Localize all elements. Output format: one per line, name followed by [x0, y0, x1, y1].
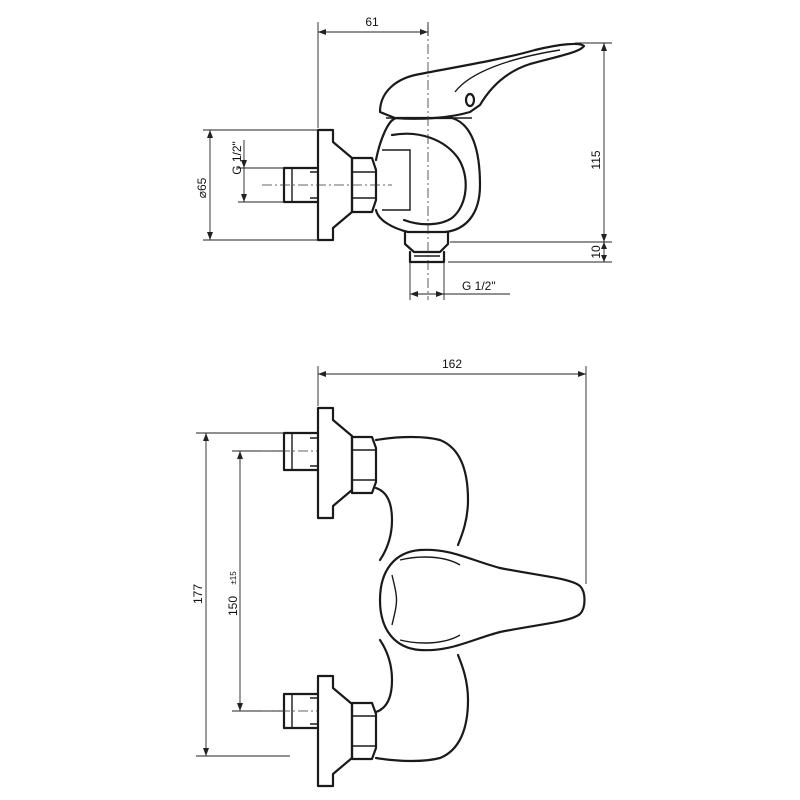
dim-115-label: 115	[589, 150, 603, 169]
dim-150: 150 ±15	[226, 450, 284, 712]
outlet-thread-label: G 1/2"	[462, 279, 496, 293]
dim-115: 115	[450, 42, 612, 243]
dim-177-label: 177	[191, 584, 205, 604]
side-hex-nut	[350, 156, 378, 214]
dim-outlet-thread: G 1/2"	[409, 262, 510, 300]
dim-61: 61	[317, 15, 429, 128]
front-body	[374, 435, 470, 763]
dim-65: ⌀65	[195, 129, 318, 241]
dim-162-label: 162	[442, 357, 462, 371]
dim-inlet-thread: G 1/2"	[230, 140, 284, 203]
dim-61-label: 61	[365, 15, 379, 29]
front-hex-nut-bottom	[350, 701, 378, 761]
dim-162: 162	[317, 357, 587, 584]
dim-10-label: 10	[589, 245, 603, 259]
dim-150-tolerance: ±15	[229, 571, 238, 585]
inlet-thread-label: G 1/2"	[230, 141, 244, 175]
side-outlet	[403, 230, 450, 264]
side-lever	[378, 42, 586, 120]
side-view: 61 115 10 ⌀65	[195, 15, 612, 300]
front-lever	[378, 548, 586, 652]
front-inlet-bottom	[282, 692, 320, 730]
dim-10: 10	[448, 242, 612, 263]
dim-150-label: 150	[226, 596, 240, 616]
front-view: 162 177 150 ±15	[191, 357, 587, 788]
dim-177: 177	[191, 432, 290, 757]
front-inlet-top	[282, 431, 320, 472]
dim-65-label: ⌀65	[195, 177, 209, 198]
side-body	[374, 116, 482, 234]
front-rosette-top	[316, 406, 354, 520]
front-hex-nut-top	[350, 435, 378, 495]
side-inlet-pipe	[282, 166, 320, 204]
front-rosette-bottom	[316, 674, 354, 788]
